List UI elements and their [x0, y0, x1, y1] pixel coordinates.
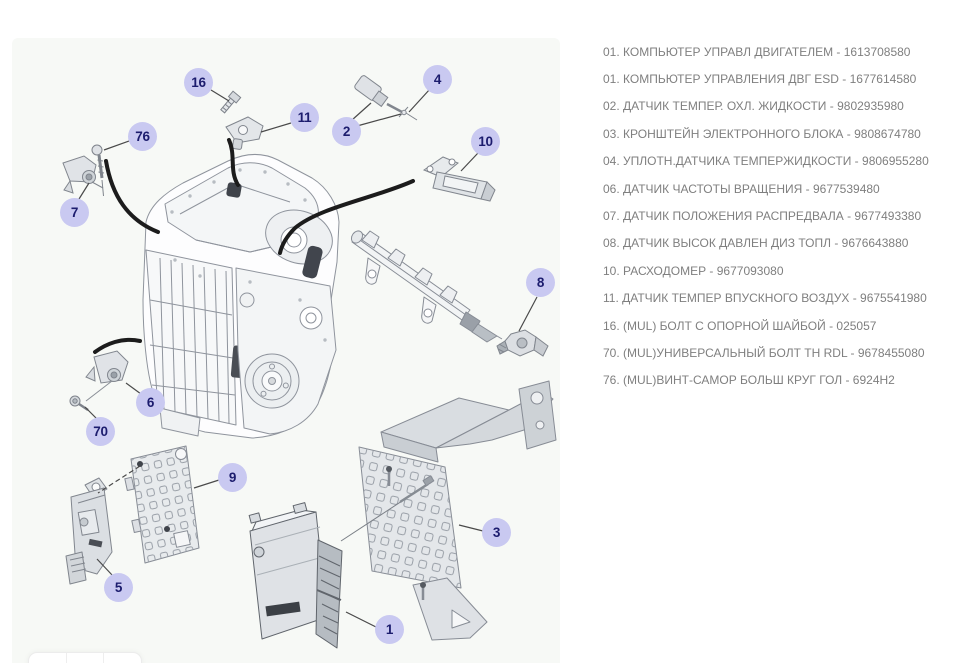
bottom-toolbar-button[interactable]: [104, 653, 141, 663]
parts-list: 01. КОМПЬЮТЕР УПРАВЛ ДВИГАТЕЛЕМ - 161370…: [603, 38, 955, 394]
callout-4[interactable]: 4: [423, 65, 452, 94]
callout-1[interactable]: 1: [375, 615, 404, 644]
parts-list-item[interactable]: 04. УПЛОТН.ДАТЧИКА ТЕМПЕРЖИДКОСТИ - 9806…: [603, 154, 929, 169]
parts-list-item[interactable]: 03. КРОНШТЕЙН ЭЛЕКТРОННОГО БЛОКА - 98086…: [603, 126, 921, 141]
parts-list-item[interactable]: 11. ДАТЧИК ТЕМПЕР ВПУСКНОГО ВОЗДУХ - 967…: [603, 291, 927, 306]
callout-6[interactable]: 6: [136, 388, 165, 417]
parts-list-item[interactable]: 06. ДАТЧИК ЧАСТОТЫ ВРАЩЕНИЯ - 9677539480: [603, 181, 880, 196]
callout-76[interactable]: 76: [128, 122, 157, 151]
bottom-toolbar-button[interactable]: [29, 653, 67, 663]
bottom-toolbar-button[interactable]: [67, 653, 105, 663]
callout-2[interactable]: 2: [332, 117, 361, 146]
parts-list-item[interactable]: 76. (MUL)ВИНТ-САМОР БОЛЬШ КРУГ ГОЛ - 692…: [603, 373, 895, 388]
parts-list-item[interactable]: 02. ДАТЧИК ТЕМПЕР. ОХЛ. ЖИДКОСТИ - 98029…: [603, 99, 904, 114]
parts-list-item[interactable]: 01. КОМПЬЮТЕР УПРАВЛЕНИЯ ДВГ ESD - 16776…: [603, 72, 917, 87]
callout-3[interactable]: 3: [482, 518, 511, 547]
callout-8[interactable]: 8: [526, 268, 555, 297]
parts-list-item[interactable]: 10. РАСХОДОМЕР - 9677093080: [603, 263, 784, 278]
callout-16[interactable]: 16: [184, 68, 213, 97]
bottom-toolbar: [28, 652, 142, 663]
callout-5[interactable]: 5: [104, 573, 133, 602]
parts-list-item[interactable]: 01. КОМПЬЮТЕР УПРАВЛ ДВИГАТЕЛЕМ - 161370…: [603, 44, 911, 59]
parts-list-item[interactable]: 08. ДАТЧИК ВЫСОК ДАВЛЕН ДИЗ ТОПЛ - 96766…: [603, 236, 909, 251]
callout-70[interactable]: 70: [86, 417, 115, 446]
callout-7[interactable]: 7: [60, 198, 89, 227]
callout-11[interactable]: 11: [290, 103, 319, 132]
callout-9[interactable]: 9: [218, 463, 247, 492]
callout-10[interactable]: 10: [471, 127, 500, 156]
parts-list-item[interactable]: 70. (MUL)УНИВЕРСАЛЬНЫЙ БОЛТ TH RDL - 967…: [603, 345, 925, 360]
parts-list-item[interactable]: 07. ДАТЧИК ПОЛОЖЕНИЯ РАСПРЕДВАЛА - 96774…: [603, 209, 922, 224]
parts-list-item[interactable]: 16. (MUL) БОЛТ С ОПОРНОЙ ШАЙБОЙ - 025057: [603, 318, 877, 333]
